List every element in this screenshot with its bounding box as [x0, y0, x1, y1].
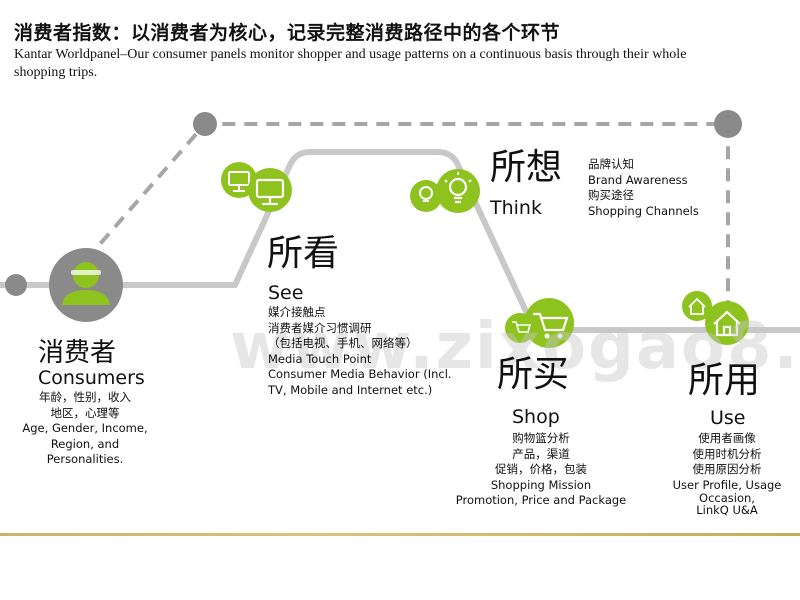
think-detail-line: 购买途径: [588, 188, 634, 202]
see-details: 媒介接触点 消费者媒介习惯调研 （包括电视、手机、网络等） Media Touc…: [268, 305, 452, 398]
shop-en-label: Shop: [512, 406, 560, 428]
dashed-start-node: [193, 112, 217, 136]
consumers-detail-line: Personalities.: [46, 452, 124, 466]
dashed-route: [84, 122, 730, 305]
use-detail-line: 使用时机分析: [692, 446, 762, 461]
think-details: 品牌认知 Brand Awareness 购买途径 Shopping Chann…: [588, 157, 699, 219]
dashed-end-node: [714, 110, 742, 138]
consumers-detail-line: 地区，心理等: [50, 405, 120, 420]
shop-details: 购物篮分析 产品，渠道 促销，价格，包装 Shopping Mission Pr…: [445, 431, 637, 509]
gold-divider: [0, 533, 800, 536]
shop-detail-line: 促销，价格，包装: [495, 462, 587, 476]
lightbulb-icon: [410, 169, 480, 213]
house-icon: [682, 291, 749, 345]
see-cn-label: 所看: [267, 233, 340, 274]
see-detail-line: 媒介接触点: [268, 305, 326, 319]
use-detail-line: User Profile, Usage: [672, 477, 782, 492]
see-detail-line: Media Touch Point: [268, 351, 372, 366]
think-detail-line: Brand Awareness: [588, 172, 688, 187]
slide-title: 消费者指数：以消费者为核心，记录完整消费路径中的各个环节: [14, 22, 561, 44]
consumers-detail-line: Region, and: [50, 436, 120, 451]
shop-cn-label: 所买: [497, 354, 570, 395]
start-node: [5, 274, 27, 296]
shop-detail-line: Shopping Mission: [490, 477, 592, 492]
shop-detail-line: 产品，渠道: [512, 446, 570, 461]
consumers-cn-label: 消费者: [38, 338, 117, 368]
monitor-icon: [221, 162, 292, 212]
see-detail-line: TV, Mobile and Internet etc.): [268, 382, 433, 397]
consumers-detail-line: Age, Gender, Income,: [22, 421, 148, 435]
shop-detail-line: 购物篮分析: [512, 431, 570, 445]
use-detail-line: 使用原因分析: [692, 462, 762, 476]
think-cn-label: 所想: [490, 147, 563, 188]
use-detail-line: 使用者画像: [698, 431, 756, 445]
consumers-details: 年龄，性别，收入 地区，心理等 Age, Gender, Income, Reg…: [10, 390, 160, 468]
use-detail-line: LinkQ U&A: [696, 503, 758, 517]
use-details: 使用者画像 使用时机分析 使用原因分析 User Profile, Usage …: [664, 431, 790, 517]
see-detail-line: 消费者媒介习惯调研: [268, 320, 372, 335]
person-icon: [49, 248, 123, 322]
use-cn-label: 所用: [688, 360, 761, 401]
slide-subtitle: Kantar Worldpanel–Our consumer panels mo…: [14, 47, 687, 80]
see-detail-line: Consumer Media Behavior (Incl.: [268, 367, 452, 381]
consumers-en-label: Consumers: [38, 367, 145, 389]
think-detail-line: Shopping Channels: [588, 203, 699, 218]
shopping-cart-icon: [505, 298, 574, 348]
consumers-detail-line: 年龄，性别，收入: [39, 390, 131, 404]
see-detail-line: （包括电视、手机、网络等）: [268, 336, 418, 350]
think-en-label: Think: [490, 197, 542, 219]
think-detail-line: 品牌认知: [588, 157, 634, 171]
watermark: www.zixogao8.com: [230, 310, 800, 384]
use-en-label: Use: [710, 407, 746, 429]
shop-detail-line: Promotion, Price and Package: [455, 493, 627, 507]
use-detail-line: Occasion,: [699, 491, 755, 505]
see-en-label: See: [268, 282, 304, 304]
